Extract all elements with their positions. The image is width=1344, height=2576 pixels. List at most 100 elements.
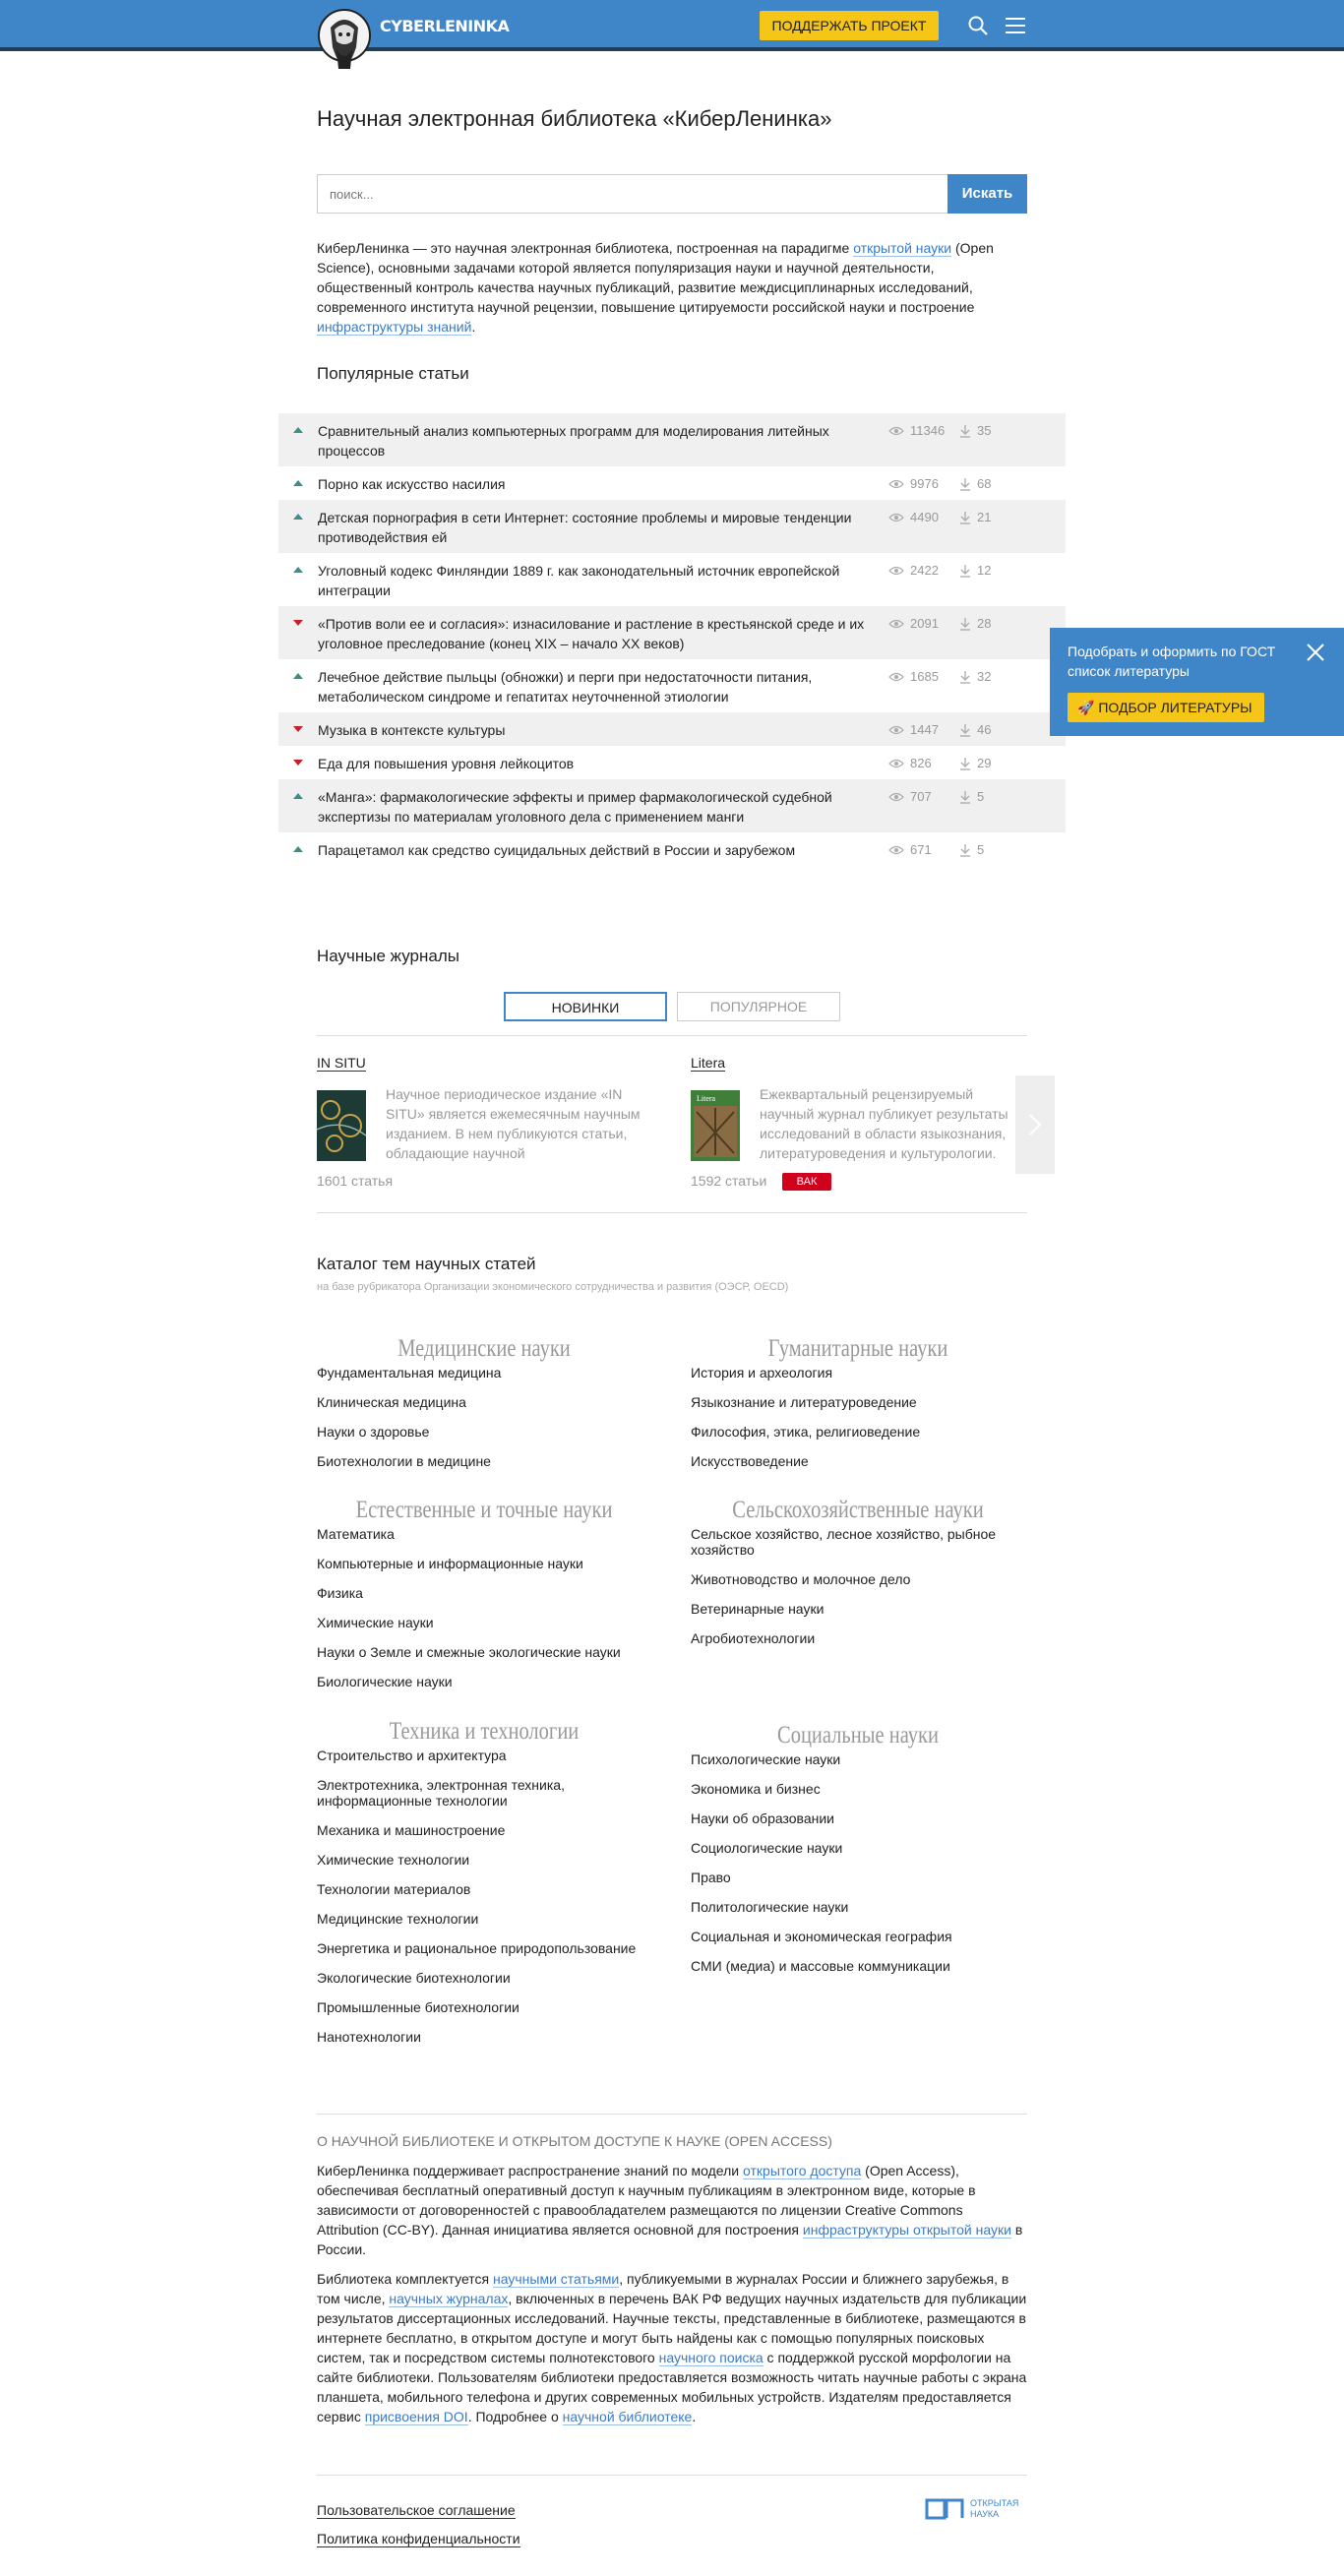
article-row[interactable]: Детская порнография в сети Интернет: сос…	[278, 500, 1066, 553]
catalog-topic-link[interactable]: Промышленные биотехнологии	[317, 1999, 519, 2015]
journal-description: Ежеквартальный рецензируемый научный жур…	[760, 1086, 1008, 1161]
catalog-topic-link[interactable]: Механика и машиностроение	[317, 1822, 506, 1838]
about-library-link[interactable]: научной библиотеке	[562, 2409, 693, 2425]
catalog-topic-link[interactable]: Науки о здоровье	[317, 1424, 430, 1440]
catalog-topic-link[interactable]: Науки об образовании	[691, 1810, 834, 1826]
catalog-group-heading[interactable]: Сельскохозяйственные науки	[732, 1497, 984, 1523]
catalog-group-heading[interactable]: Естественные и точные науки	[355, 1497, 613, 1523]
catalog-topic-link[interactable]: Социальная и экономическая география	[691, 1929, 952, 1944]
catalog-topic-link[interactable]: Агробиотехнологии	[691, 1630, 816, 1646]
catalog-group-heading[interactable]: Техника и технологии	[389, 1718, 580, 1745]
knowledge-infrastructure-link[interactable]: инфраструктуры знаний	[317, 319, 472, 336]
search-icon[interactable]	[966, 14, 990, 37]
catalog-topic-link[interactable]: Экологические биотехнологии	[317, 1970, 511, 1986]
catalog-topic-link[interactable]: История и археология	[691, 1365, 833, 1380]
catalog-topic-link[interactable]: СМИ (медиа) и массовые коммуникации	[691, 1958, 950, 1974]
catalog-group-heading[interactable]: Гуманитарные науки	[767, 1335, 948, 1362]
gost-promo-panel: Подобрать и оформить по ГОСТ список лите…	[1050, 628, 1344, 736]
logo-wordmark[interactable]: CYBERLENINKA	[380, 17, 510, 35]
journal-cover-image[interactable]	[317, 1090, 366, 1161]
article-title[interactable]: Парацетамол как средство суицидальных де…	[318, 842, 796, 858]
catalog-topic-link[interactable]: Электротехника, электронная техника, инф…	[317, 1777, 565, 1809]
support-project-button[interactable]: ПОДДЕРЖАТЬ ПРОЕКТ	[760, 11, 939, 40]
article-row[interactable]: «Манга»: фармакологические эффекты и при…	[278, 779, 1066, 832]
journal-card[interactable]: IN SITU Научное периодическое издание «I…	[317, 1055, 651, 1189]
catalog-topic-link[interactable]: Химические технологии	[317, 1852, 470, 1868]
article-title[interactable]: Еда для повышения уровня лейкоцитов	[318, 756, 575, 771]
catalog-topic-link[interactable]: Фундаментальная медицина	[317, 1365, 502, 1380]
catalog-topic-link[interactable]: Сельское хозяйство, лесное хозяйство, ры…	[691, 1526, 997, 1558]
article-row[interactable]: «Против воли ее и согласия»: изнасилован…	[278, 606, 1066, 659]
catalog-topic-link[interactable]: Компьютерные и информационные науки	[317, 1556, 583, 1571]
close-icon[interactable]	[1305, 642, 1326, 663]
catalog-topic-link[interactable]: Искусствоведение	[691, 1453, 809, 1469]
article-row[interactable]: Лечебное действие пыльцы (обножки) и пер…	[278, 659, 1066, 712]
literature-selection-button[interactable]: 🚀 ПОДБОР ЛИТЕРАТУРЫ	[1068, 693, 1264, 722]
catalog-topic-link[interactable]: Животноводство и молочное дело	[691, 1571, 911, 1587]
downloads-counter: 32	[959, 667, 1018, 687]
catalog-topic-link[interactable]: Науки о Земле и смежные экологические на…	[317, 1644, 621, 1660]
article-title[interactable]: «Манга»: фармакологические эффекты и при…	[318, 789, 832, 825]
catalog-topic-link[interactable]: Медицинские технологии	[317, 1911, 479, 1927]
views-counter: 4490	[888, 508, 959, 527]
article-title[interactable]: «Против воли ее и согласия»: изнасилован…	[318, 616, 865, 651]
open-science-infrastructure-link[interactable]: инфраструктуры открытой науки	[802, 2222, 1011, 2239]
catalog-group-heading[interactable]: Медицинские науки	[397, 1335, 571, 1362]
user-agreement-link[interactable]: Пользовательское соглашение	[317, 2502, 516, 2519]
article-row[interactable]: Сравнительный анализ компьютерных програ…	[278, 413, 1066, 466]
tab-new[interactable]: НОВИНКИ	[504, 992, 667, 1021]
article-title[interactable]: Музыка в контексте культуры	[318, 722, 506, 738]
open-science-link[interactable]: открытой науки	[853, 240, 952, 257]
lenin-logo-icon[interactable]	[317, 8, 372, 73]
hamburger-menu-icon[interactable]	[1004, 14, 1027, 37]
article-title[interactable]: Сравнительный анализ компьютерных програ…	[318, 423, 829, 459]
catalog-topic-link[interactable]: Клиническая медицина	[317, 1394, 466, 1410]
doi-assignment-link[interactable]: присвоения DOI	[364, 2409, 468, 2425]
catalog-topic-link[interactable]: Технологии материалов	[317, 1881, 471, 1897]
catalog-topic-link[interactable]: Биологические науки	[317, 1674, 453, 1689]
article-title[interactable]: Детская порнография в сети Интернет: сос…	[318, 510, 852, 545]
catalog-topic-link[interactable]: Биотехнологии в медицине	[317, 1453, 491, 1469]
article-row[interactable]: Уголовный кодекс Финляндии 1889 г. как з…	[278, 553, 1066, 606]
catalog-topic-link[interactable]: Политологические науки	[691, 1899, 849, 1915]
catalog-topic-link[interactable]: Строительство и архитектура	[317, 1748, 507, 1763]
open-access-link[interactable]: открытого доступа	[743, 2163, 862, 2179]
scientific-articles-link[interactable]: научными статьями	[493, 2271, 620, 2288]
journal-name[interactable]: IN SITU	[317, 1055, 366, 1072]
catalog-topic-link[interactable]: Ветеринарные науки	[691, 1601, 825, 1617]
privacy-policy-link[interactable]: Политика конфиденциальности	[317, 2531, 520, 2547]
carousel-next-button[interactable]	[1015, 1075, 1055, 1174]
article-row[interactable]: Парацетамол как средство суицидальных де…	[278, 832, 1066, 866]
article-title[interactable]: Уголовный кодекс Финляндии 1889 г. как з…	[318, 563, 840, 598]
catalog-group-heading[interactable]: Социальные науки	[777, 1722, 939, 1748]
catalog-topic-link[interactable]: Социологические науки	[691, 1840, 843, 1856]
catalog-topic-link[interactable]: Психологические науки	[691, 1751, 841, 1767]
scientific-journals-link[interactable]: научных журналах	[389, 2291, 509, 2307]
catalog-topic-link[interactable]: Математика	[317, 1526, 395, 1542]
journal-cover-image[interactable]: Litera	[691, 1090, 740, 1161]
scientific-search-link[interactable]: научного поиска	[658, 2350, 764, 2366]
catalog-topic-link[interactable]: Право	[691, 1870, 731, 1885]
search-input[interactable]	[317, 174, 948, 214]
article-title[interactable]: Лечебное действие пыльцы (обножки) и пер…	[318, 669, 813, 705]
article-title[interactable]: Порно как искусство насилия	[318, 476, 506, 492]
catalog-topic-link[interactable]: Энергетика и рациональное природопользов…	[317, 1940, 637, 1956]
journal-name[interactable]: Litera	[691, 1055, 726, 1072]
tab-popular[interactable]: ПОПУЛЯРНОЕ	[677, 992, 840, 1021]
journal-card[interactable]: Litera Litera Ежеквартальный рецензируем…	[691, 1055, 1025, 1191]
catalog-topic-link[interactable]: Химические науки	[317, 1615, 434, 1630]
search-button[interactable]: Искать	[947, 174, 1027, 214]
catalog-topic-link[interactable]: Экономика и бизнес	[691, 1781, 821, 1797]
views-counter: 1447	[888, 720, 959, 740]
catalog-topic-link[interactable]: Языкознание и литературоведение	[691, 1394, 917, 1410]
catalog-topic-link[interactable]: Физика	[317, 1585, 363, 1601]
catalog-topic-link[interactable]: Нанотехнологии	[317, 2029, 421, 2045]
catalog-topic-link[interactable]: Философия, этика, религиоведение	[691, 1424, 921, 1440]
